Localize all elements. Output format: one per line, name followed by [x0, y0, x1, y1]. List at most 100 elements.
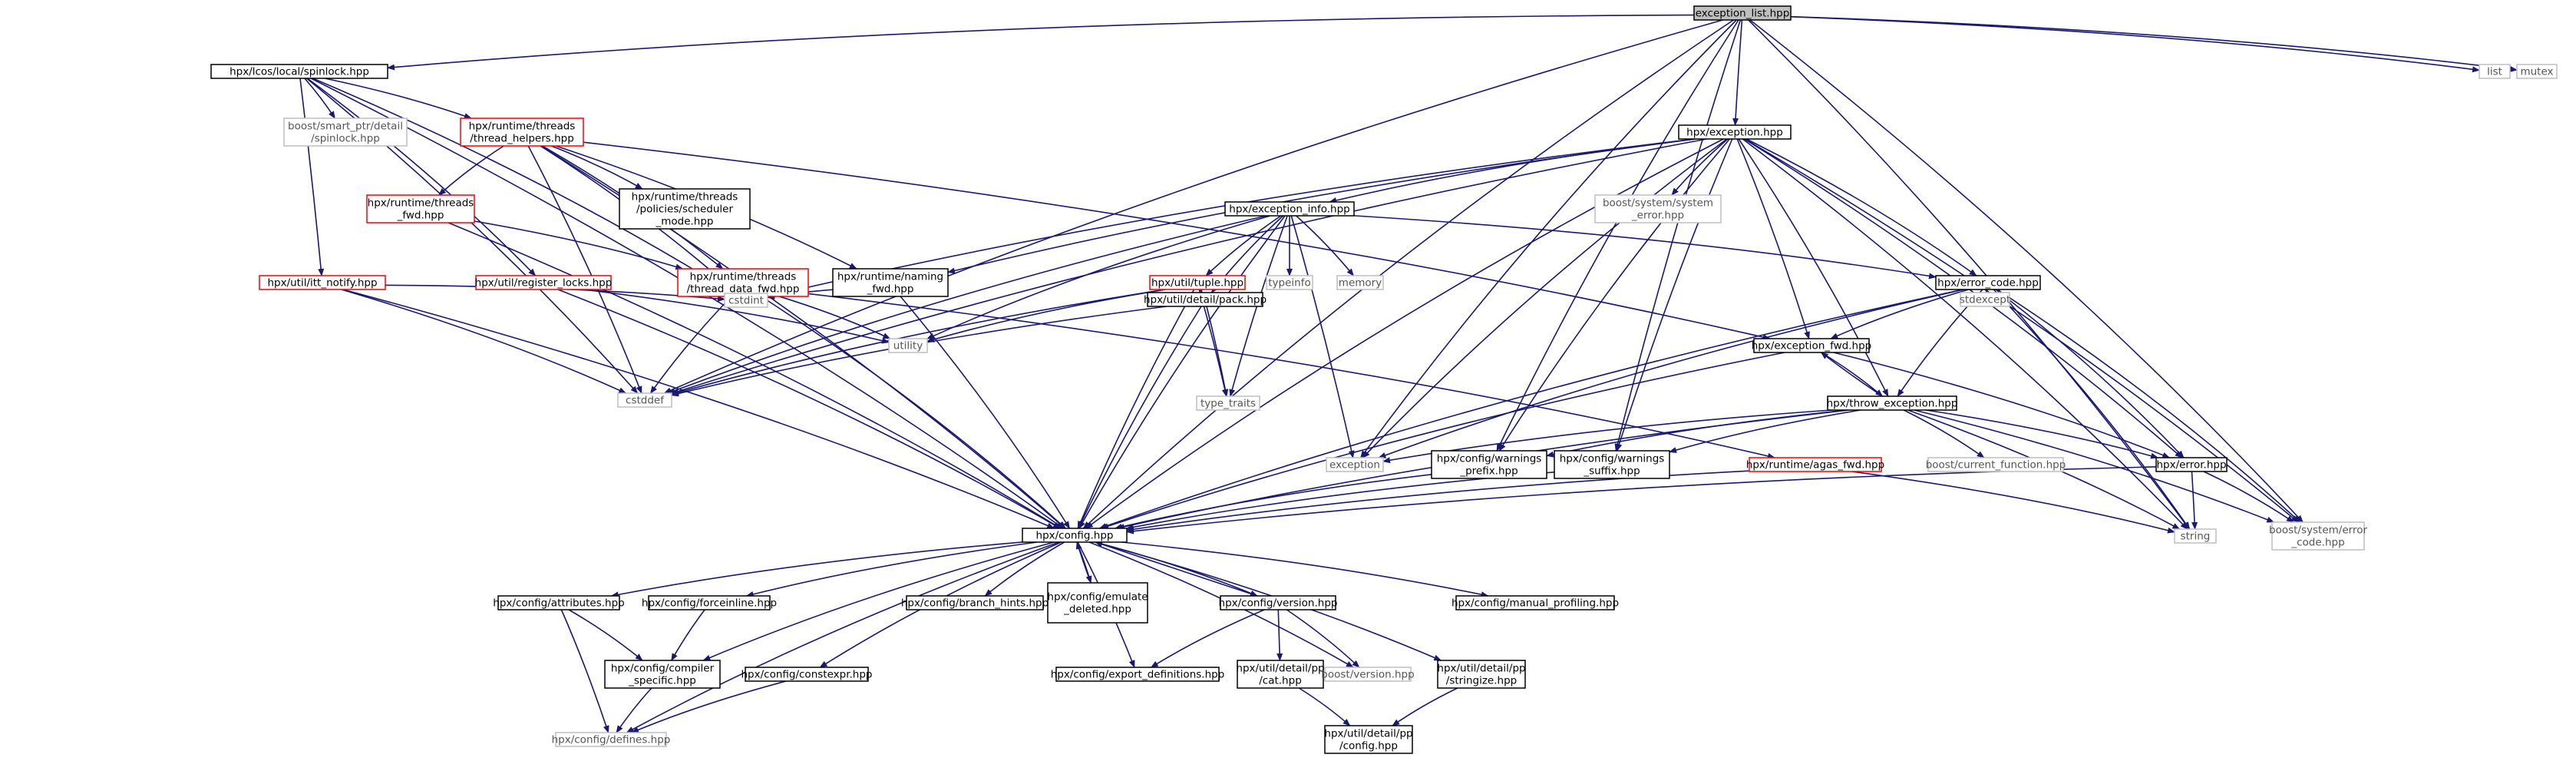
- node-label-policies_scheduler: _mode.hpp: [655, 216, 713, 228]
- node-label-list: list: [2487, 66, 2502, 78]
- node-box-agas_fwd: [1749, 457, 1882, 472]
- node-naming_fwd[interactable]: hpx/runtime/naming_fwd.hpp: [832, 268, 949, 297]
- edge-throw_exception-to-warnings_suffix: [1669, 409, 1861, 453]
- node-exception_list[interactable]: exception_list.hpp: [1693, 5, 1792, 21]
- node-box-warnings_suffix: [1554, 450, 1670, 479]
- edge-throw_exception-to-exception_fwd: [1820, 352, 1883, 397]
- node-itt_notify[interactable]: hpx/util/itt_notify.hpp: [259, 275, 386, 290]
- node-label-policies_scheduler: hpx/runtime/threads: [632, 191, 738, 203]
- node-box-string: [2174, 528, 2217, 544]
- node-throw_exception[interactable]: hpx/throw_exception.hpp: [1827, 395, 1958, 411]
- edge-error_code-to-boost_error_code: [1996, 289, 2301, 523]
- edge-exception_list-to-config: [1082, 19, 1734, 529]
- node-label-cat: hpx/util/detail/pp: [1236, 663, 1324, 675]
- node-label-naming_fwd: _fwd.hpp: [867, 283, 914, 296]
- node-label-boost_version: boost/version.hpp: [1321, 669, 1414, 681]
- node-label-cat: /cat.hpp: [1259, 675, 1302, 687]
- node-box-pp_config: [1324, 725, 1413, 754]
- node-warnings_suffix[interactable]: hpx/config/warnings_suffix.hpp: [1554, 450, 1670, 479]
- node-box-mutex: [2516, 64, 2558, 79]
- edge-exception_info-to-cstddef: [667, 215, 1267, 394]
- node-stringize[interactable]: hpx/util/detail/pp/stringize.hpp: [1437, 660, 1526, 689]
- edge-exception_list-to-cstddef: [663, 19, 1723, 394]
- edge-exception_list-to-boost_error_code: [1749, 19, 2304, 523]
- edge-config-to-compiler_specific: [702, 541, 1055, 661]
- edge-spinlock-to-thread_helpers: [324, 78, 472, 119]
- node-pack[interactable]: hpx/util/detail/pack.hpp: [1144, 292, 1267, 307]
- node-list: list: [2479, 64, 2511, 79]
- node-box-utility: [888, 338, 928, 353]
- node-label-utility: utility: [893, 340, 923, 352]
- node-box-typeinfo: [1266, 275, 1313, 290]
- node-box-version: [1220, 595, 1336, 610]
- node-forceinline[interactable]: hpx/config/forceinline.hpp: [642, 595, 777, 610]
- node-emulate_deleted[interactable]: hpx/config/emulate_deleted.hpp: [1047, 582, 1148, 624]
- edge-cat-to-pp_config: [1298, 687, 1351, 726]
- node-cstdint: cstdint: [724, 293, 768, 308]
- node-spinlock[interactable]: hpx/lcos/local/spinlock.hpp: [210, 64, 388, 79]
- edge-attributes-to-defines: [560, 609, 609, 733]
- edge-version-to-config: [1095, 541, 1258, 597]
- node-exception_info[interactable]: hpx/exception_info.hpp: [1224, 201, 1355, 217]
- node-attributes[interactable]: hpx/config/attributes.hpp: [493, 595, 625, 610]
- node-label-pack: hpx/util/detail/pack.hpp: [1144, 294, 1267, 306]
- node-agas_fwd[interactable]: hpx/runtime/agas_fwd.hpp: [1746, 457, 1884, 472]
- edge-error_code-to-config: [1098, 289, 1963, 529]
- node-util_tuple[interactable]: hpx/util/tuple.hpp: [1149, 275, 1246, 290]
- edge-util_tuple-to-utility: [926, 289, 1166, 342]
- node-boost_version: boost/version.hpp: [1321, 667, 1415, 682]
- edge-exception_info-to-memory: [1296, 215, 1355, 276]
- edge-exception_list-to-mutex: [1790, 15, 2518, 72]
- node-string: string: [2174, 528, 2217, 544]
- node-version[interactable]: hpx/config/version.hpp: [1219, 595, 1338, 610]
- node-box-pack: [1147, 292, 1263, 307]
- node-export_definitions[interactable]: hpx/config/export_definitions.hpp: [1051, 667, 1225, 682]
- edge-spinlock-to-itt_notify: [299, 78, 325, 276]
- node-branch_hints[interactable]: hpx/config/branch_hints.hpp: [901, 595, 1049, 610]
- node-thread_helpers[interactable]: hpx/runtime/threads/thread_helpers.hpp: [460, 117, 584, 147]
- node-exception_hpp[interactable]: hpx/exception.hpp: [1678, 124, 1792, 140]
- edge-exception_fwd-to-error_hpp: [1833, 352, 2171, 458]
- edge-exception_info-to-util_tuple: [1205, 215, 1282, 276]
- node-policies_scheduler[interactable]: hpx/runtime/threads/policies/scheduler_m…: [619, 188, 751, 230]
- node-exception_fwd[interactable]: hpx/exception_fwd.hpp: [1752, 338, 1872, 353]
- edge-version-to-export_definitions: [1150, 609, 1265, 668]
- node-label-cstddef: cstddef: [626, 395, 665, 407]
- node-label-policies_scheduler: /policies/scheduler: [636, 203, 733, 216]
- node-box-spinlock: [210, 64, 388, 79]
- edge-exception_list-to-warnings_suffix: [1614, 19, 1742, 452]
- edge-spinlock-to-boost_spinlock: [304, 78, 335, 119]
- node-thread_data_fwd[interactable]: hpx/runtime/threads/thread_data_fwd.hpp: [677, 268, 809, 297]
- node-error_code[interactable]: hpx/error_code.hpp: [1935, 275, 2041, 290]
- node-label-string: string: [2181, 531, 2211, 543]
- edge-thread_helpers-to-threads_fwd: [438, 145, 504, 196]
- node-label-exception_fwd: hpx/exception_fwd.hpp: [1752, 340, 1872, 352]
- edge-util_tuple-to-cstddef: [671, 289, 1165, 395]
- node-box-constexpr: [745, 667, 869, 682]
- node-compiler_specific[interactable]: hpx/config/compiler_specific.hpp: [604, 660, 721, 689]
- node-label-error_code: hpx/error_code.hpp: [1937, 277, 2039, 290]
- node-label-manual_profiling: hpx/config/manual_profiling.hpp: [1451, 597, 1619, 610]
- edge-naming_fwd-to-config: [900, 296, 1071, 529]
- node-label-itt_notify: hpx/util/itt_notify.hpp: [267, 277, 377, 290]
- edge-thread_data_fwd-to-cstddef: [649, 296, 732, 394]
- node-box-itt_notify: [259, 275, 386, 290]
- node-error_hpp[interactable]: hpx/error.hpp: [2155, 457, 2228, 472]
- node-warnings_prefix[interactable]: hpx/config/warnings_prefix.hpp: [1431, 450, 1547, 479]
- edge-exception_hpp-to-warnings_suffix: [1616, 138, 1733, 452]
- node-label-cstdint: cstdint: [728, 295, 764, 307]
- node-box-boost_spinlock: [283, 117, 408, 147]
- node-exception: exception: [1326, 457, 1384, 472]
- node-box-branch_hints: [906, 595, 1044, 610]
- edge-throw_exception-to-current_function: [1903, 409, 1985, 458]
- node-cat[interactable]: hpx/util/detail/pp/cat.hpp: [1236, 660, 1325, 689]
- node-register_locks[interactable]: hpx/util/register_locks.hpp: [475, 275, 613, 290]
- node-label-thread_helpers: /thread_helpers.hpp: [470, 133, 574, 145]
- node-box-cat: [1237, 660, 1324, 689]
- node-config[interactable]: hpx/config.hpp: [1022, 528, 1128, 543]
- node-pp_config[interactable]: hpx/util/detail/pp/config.hpp: [1324, 725, 1413, 754]
- node-constexpr[interactable]: hpx/config/constexpr.hpp: [741, 667, 873, 682]
- node-manual_profiling[interactable]: hpx/config/manual_profiling.hpp: [1451, 595, 1619, 610]
- node-threads_fwd[interactable]: hpx/runtime/threads_fwd.hpp: [366, 194, 475, 223]
